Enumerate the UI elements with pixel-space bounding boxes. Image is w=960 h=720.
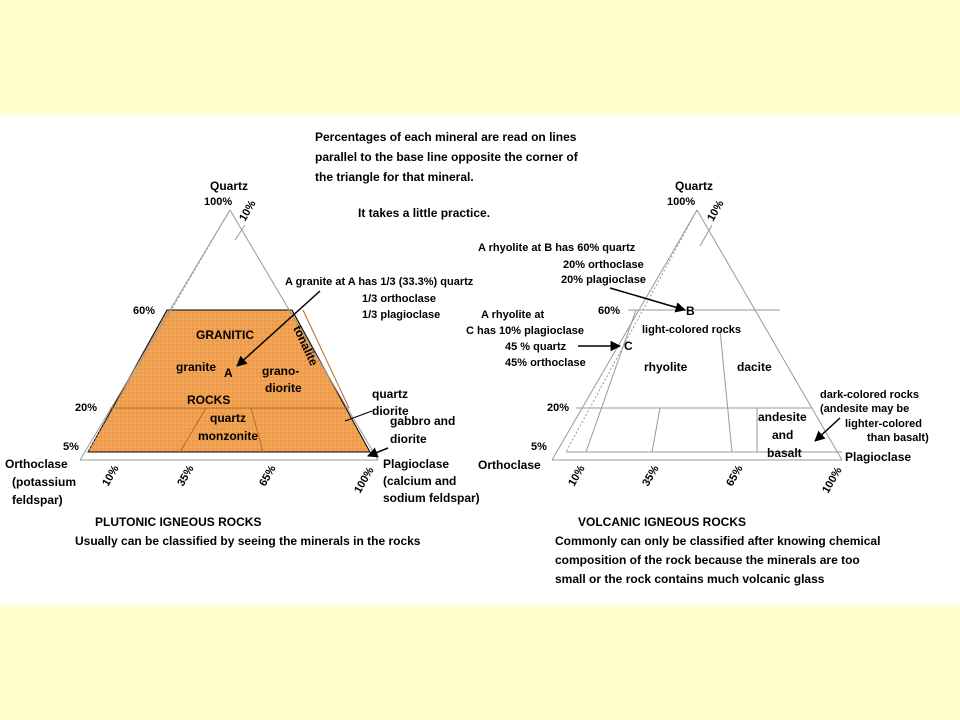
field-label-grano-1: grano- [262,364,299,378]
volcanic-line-35 [651,407,661,453]
volcanic-caption-body-2: composition of the rock because the mine… [555,553,860,567]
volcanic-pct-60: 60% [598,305,620,317]
annotation-b-line-2: 20% orthoclase [563,259,644,271]
instruction-practice: It takes a little practice. [358,206,490,220]
plutonic-10pct-guide [234,224,246,241]
annotation-b-line-3: 20% plagioclase [561,274,646,286]
annotation-a-line-1: A granite at A has 1/3 (33.3%) quartz [285,276,474,288]
plutonic-left-corner-2: (potassium [12,475,76,489]
annotation-c-line-3: 45 % quartz [505,341,567,353]
label-light-colored-rocks: light-colored rocks [642,324,741,336]
plutonic-pct-20: 20% [75,402,97,414]
annotation-b-line-1: A rhyolite at B has 60% quartz [478,242,636,254]
plutonic-base-tick-100: 100% [352,465,377,496]
field-label-grano-2: diorite [265,381,302,395]
gabbro-arrow [367,447,389,458]
plutonic-field-divider [179,407,207,453]
annotation-a-line-3: 1/3 plagioclase [362,309,440,321]
volcanic-dotted-guide [565,209,698,453]
volcanic-10pct-guide [699,224,713,247]
volcanic-triangle-left-edge [551,209,698,461]
volcanic-apex-10: 10% [705,198,727,223]
volcanic-base-tick-35: 35% [640,463,662,488]
plutonic-field-divider [250,407,264,453]
label-rhyolite: rhyolite [644,360,688,374]
label-gabbro-1: gabbro and [390,414,455,428]
label-dark-colored-1: dark-colored rocks [820,389,919,401]
plutonic-pct-60: 60% [133,305,155,317]
plutonic-base-tick-35: 35% [175,463,197,488]
label-quartz-diorite-1: quartz [372,387,408,401]
instruction-line-2: parallel to the base line opposite the c… [315,150,579,164]
label-gabbro-2: diorite [390,432,427,446]
volcanic-diagram: Quartz 100% 10% 60% 20% 5% Orthoclase Pl… [466,179,929,586]
plutonic-base-tick-10: 10% [100,463,122,488]
label-dark-colored-4: than basalt) [867,432,929,444]
volcanic-right-corner: Plagioclase [845,450,911,464]
quartz-diorite-leader [344,410,373,422]
volcanic-line-65 [719,329,733,453]
plutonic-left-corner-1: Orthoclase [5,457,68,471]
point-b-label: B [686,304,695,318]
point-a-label: A [224,366,233,380]
plutonic-caption-body: Usually can be classified by seeing the … [75,534,421,548]
label-andesite-1: andesite [758,410,807,424]
plutonic-left-corner-3: feldspar) [12,493,63,507]
label-andesite-2: and [772,428,793,442]
label-andesite-3: basalt [767,446,802,460]
plutonic-pct-5: 5% [63,441,79,453]
label-dark-colored-2: (andesite may be [820,403,909,415]
volcanic-apex-100: 100% [667,196,695,208]
plutonic-apex-100: 100% [204,196,232,208]
volcanic-line-10pct-plag [585,309,637,453]
instruction-line-3: the triangle for that mineral. [315,170,474,184]
point-c-label: C [624,339,633,353]
plutonic-caption-title: PLUTONIC IGNEOUS ROCKS [95,515,261,529]
plutonic-right-corner-2: (calcium and [383,474,456,488]
volcanic-caption-body-1: Commonly can only be classified after kn… [555,534,880,548]
field-label-granitic: GRANITIC [196,328,254,342]
volcanic-caption-body-3: small or the rock contains much volcanic… [555,572,825,586]
annotation-a-arrow [236,290,321,367]
label-quartz-diorite-2: diorite [372,404,409,418]
volcanic-base-tick-65: 65% [724,463,746,488]
annotation-b-arrow [609,287,687,313]
volcanic-pct-5: 5% [531,441,547,453]
volcanic-triangle-right-edge [696,209,843,461]
dark-colored-arrow [814,417,841,442]
plutonic-dotted-guide [87,209,231,453]
field-label-rocks: ROCKS [187,393,230,407]
label-dark-colored-3: lighter-colored [845,418,922,430]
plutonic-field-divider [302,309,350,409]
plutonic-apex-label: Quartz [210,179,248,193]
plutonic-diagram: Quartz 100% 10% 60% 20% 5% Orthoclase (p… [5,179,480,548]
plutonic-base-tick-65: 65% [257,463,279,488]
field-label-granite: granite [176,360,216,374]
annotation-c-line-2: C has 10% plagioclase [466,325,584,337]
volcanic-left-corner: Orthoclase [478,458,541,472]
field-label-quartz-monzonite-1: quartz [210,411,246,425]
plutonic-apex-10: 10% [237,198,259,223]
annotation-c-line-1: A rhyolite at [481,309,544,321]
volcanic-base-tick-100: 100% [820,465,845,496]
volcanic-caption-title: VOLCANIC IGNEOUS ROCKS [578,515,746,529]
field-label-quartz-monzonite-2: monzonite [198,429,258,443]
volcanic-pct-20: 20% [547,402,569,414]
instruction-line-1: Percentages of each mineral are read on … [315,130,577,144]
annotation-c-line-4: 45% orthoclase [505,357,586,369]
plutonic-right-corner-3: sodium feldspar) [383,491,480,505]
volcanic-base-tick-10: 10% [566,463,588,488]
plutonic-right-corner-1: Plagioclase [383,457,449,471]
volcanic-apex-label: Quartz [675,179,713,193]
annotation-a-line-2: 1/3 orthoclase [362,293,436,305]
label-dacite: dacite [737,360,772,374]
